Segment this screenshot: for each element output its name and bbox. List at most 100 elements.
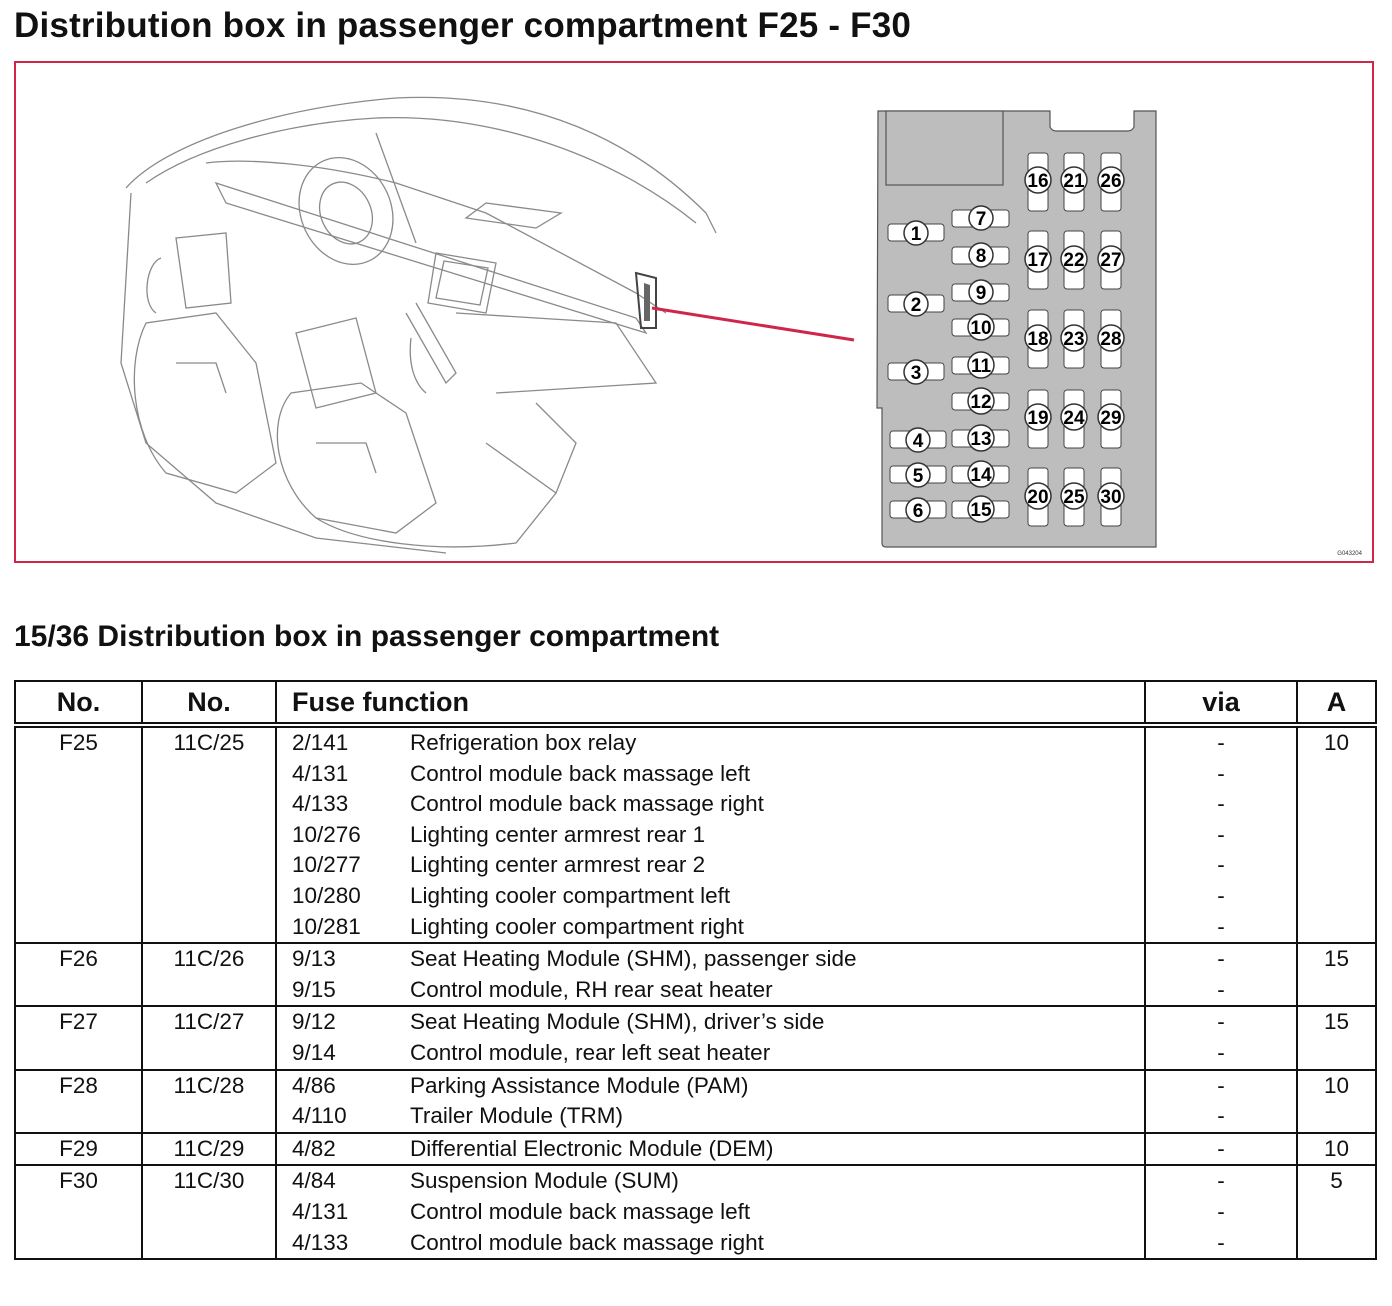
function-desc: Seat Heating Module (SHM), passenger sid… xyxy=(410,946,857,972)
function-desc: Lighting cooler compartment left xyxy=(410,882,731,908)
function-line: 4/131 Control module back massage left xyxy=(277,1197,1144,1228)
amperage: 10 xyxy=(1323,1135,1350,1161)
function-desc: Control module, rear left seat heater xyxy=(410,1039,771,1065)
fuse-number: 1 xyxy=(911,224,922,245)
header-connector-no: No. xyxy=(141,681,277,728)
fuse-box-relay-slot xyxy=(885,110,1004,186)
fuse-number: 30 xyxy=(1100,487,1121,508)
fuse-slot-29: 29 xyxy=(1097,389,1125,449)
fuse-number: 7 xyxy=(976,209,987,230)
function-line: 10/277 Lighting center armrest rear 2 xyxy=(277,850,1144,881)
function-desc: Control module back massage left xyxy=(410,1198,751,1224)
fuse-slot-11: 11 xyxy=(951,351,1010,379)
fuse-number: F26 xyxy=(59,946,98,972)
function-ref: 4/131 xyxy=(292,1198,349,1224)
fuse-number: 12 xyxy=(970,392,991,413)
header-via: via xyxy=(1144,681,1298,728)
function-desc: Lighting center armrest rear 2 xyxy=(410,852,706,878)
fuse-number: 10 xyxy=(970,318,991,339)
fuse-slot-26: 26 xyxy=(1097,152,1125,212)
via-value: - xyxy=(1217,1229,1225,1255)
fuse-number: 8 xyxy=(976,246,987,267)
function-ref: 4/110 xyxy=(292,1103,347,1129)
section-title: 15/36 Distribution box in passenger comp… xyxy=(14,620,720,653)
fuse-slot-9: 9 xyxy=(951,279,1010,305)
fuse-slot-1: 1 xyxy=(887,220,945,246)
via-value: - xyxy=(1217,913,1225,939)
fuse-number: 25 xyxy=(1063,487,1085,508)
fuse-slot-21: 21 xyxy=(1060,152,1088,212)
fuse-slot-19: 19 xyxy=(1024,389,1052,449)
fuse-number: 3 xyxy=(911,363,922,384)
function-ref: 10/276 xyxy=(292,821,361,847)
fuse-group-right: 16 17 18 19 20 21 22 23 24 25 26 27 28 2… xyxy=(1024,152,1125,527)
fuse-slot-15: 15 xyxy=(951,495,1010,523)
function-line: 10/280 Lighting cooler compartment left xyxy=(277,881,1144,912)
car-interior-illustration xyxy=(120,96,717,554)
function-ref: 4/133 xyxy=(292,791,349,817)
function-desc: Parking Assistance Module (PAM) xyxy=(410,1072,749,1098)
function-line: 4/133 Control module back massage right xyxy=(277,1228,1144,1259)
fuse-number: 26 xyxy=(1100,171,1121,192)
pointer-line xyxy=(651,306,855,342)
fuse-slot-13: 13 xyxy=(951,424,1010,452)
fuse-number: 28 xyxy=(1100,329,1121,350)
fuse-number: 19 xyxy=(1027,408,1048,429)
fuse-slot-27: 27 xyxy=(1097,230,1125,290)
fuse-number: 9 xyxy=(976,283,987,304)
via-value: - xyxy=(1217,882,1225,908)
fuse-slot-8: 8 xyxy=(951,242,1010,268)
fuse-number: 24 xyxy=(1063,408,1085,429)
function-ref: 10/277 xyxy=(292,852,361,878)
function-desc: Refrigeration box relay xyxy=(410,730,637,755)
fuse-box-body xyxy=(876,110,1157,548)
function-desc: Control module back massage right xyxy=(410,1229,764,1255)
function-ref: 4/133 xyxy=(292,1229,349,1255)
fuse-number: 21 xyxy=(1063,171,1085,192)
page-title: Distribution box in passenger compartmen… xyxy=(14,6,912,45)
fuse-slot-18: 18 xyxy=(1024,309,1052,369)
connector-number: 11C/25 xyxy=(173,730,245,755)
fuse-slot-30: 30 xyxy=(1097,467,1125,527)
fuse-slot-28: 28 xyxy=(1097,309,1125,369)
amperage: 15 xyxy=(1323,1009,1350,1035)
amperage: 5 xyxy=(1330,1168,1343,1194)
fuse-number: F30 xyxy=(59,1168,98,1194)
fuse-slot-2: 2 xyxy=(887,291,945,317)
via-value: - xyxy=(1217,1072,1225,1098)
fuse-slot-12: 12 xyxy=(951,387,1010,415)
via-value: - xyxy=(1217,852,1225,878)
fuse-number: 18 xyxy=(1027,329,1048,350)
header-fuse-function: Fuse function xyxy=(275,681,1146,728)
fuse-slot-22: 22 xyxy=(1060,230,1088,290)
function-ref: 4/84 xyxy=(292,1168,336,1194)
fuse-number: F28 xyxy=(59,1072,98,1098)
function-desc: Differential Electronic Module (DEM) xyxy=(410,1135,774,1161)
function-ref: 10/280 xyxy=(292,882,361,908)
via-value: - xyxy=(1217,821,1225,847)
header-no: No. xyxy=(14,681,143,728)
figure-code: G043204 xyxy=(1337,551,1362,557)
via-value: - xyxy=(1217,946,1225,972)
via-value: - xyxy=(1217,1009,1225,1035)
fuse-slot-24: 24 xyxy=(1060,389,1088,449)
figure-drawing: 1 2 3 4 5 6 7 8 9 10 11 12 13 14 15 16 1… xyxy=(120,96,1157,554)
fuse-slot-25: 25 xyxy=(1060,467,1088,527)
function-ref: 9/13 xyxy=(292,946,336,972)
fuse-number: 13 xyxy=(970,429,991,450)
header-amperage: A xyxy=(1296,681,1377,728)
function-ref: 9/15 xyxy=(292,976,336,1002)
fuse-slot-16: 16 xyxy=(1024,152,1052,212)
amperage: 10 xyxy=(1323,1072,1350,1098)
fuse-slot-17: 17 xyxy=(1024,230,1052,290)
via-value: - xyxy=(1217,1039,1225,1065)
